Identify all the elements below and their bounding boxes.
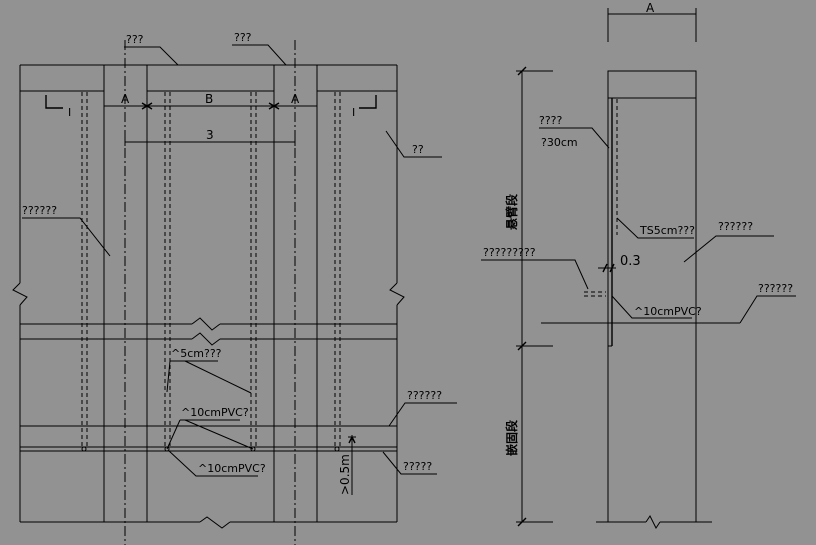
dim-a-left: A — [121, 92, 130, 106]
section-mark-left-label: I — [68, 106, 71, 119]
drain-pipes — [81, 92, 341, 452]
segment-dimension: 悬臂段 嵌固段 — [504, 66, 553, 527]
label-right-mid-rv: ?????? — [758, 282, 793, 295]
label-right-upper: ?? — [412, 143, 424, 156]
callout-right-upper: ?? — [385, 130, 442, 158]
callout-left-mid-rv: ????????? — [481, 246, 589, 290]
callout-top-rv: ???? ?30cm — [539, 114, 610, 149]
label-top-left: ??? — [126, 33, 144, 46]
dim-05m: >0.5m — [338, 454, 352, 495]
section-mark-left: I — [45, 95, 71, 119]
label-ts5: TS5cm??? — [639, 224, 695, 237]
label-right-upper-rv: ?????? — [718, 220, 753, 233]
wall-outline — [12, 64, 405, 529]
dim-a-right-view: A — [646, 1, 655, 15]
label-left-mid: ?????? — [22, 204, 57, 217]
dimension-03: 0.3 — [598, 254, 641, 273]
label-10cm-upper: ^10cmPVC? — [181, 406, 249, 419]
callout-ts5: TS5cm??? — [616, 217, 695, 239]
segment-lower: 嵌固段 — [504, 419, 519, 456]
callout-10cm-lower: ^10cmPVC? — [167, 449, 266, 477]
pile-section — [584, 70, 712, 529]
label-right-beam: ?????? — [407, 389, 442, 402]
dim-b: B — [205, 92, 213, 106]
label-10cm-rv: ^10cmPVC? — [634, 305, 702, 318]
callout-10cm-upper: ^10cmPVC? — [166, 406, 254, 450]
right-section-view: A 悬臂段 嵌固段 — [481, 1, 796, 529]
callout-5cm: ^5cm??? — [166, 347, 252, 394]
pile-right — [273, 40, 318, 545]
segment-upper: 悬臂段 — [504, 193, 519, 231]
left-elevation-view: I I A B A 3 — [12, 31, 457, 545]
label-10cm-lower: ^10cmPVC? — [198, 462, 266, 475]
label-5cm: ^5cm??? — [171, 347, 222, 360]
dimension-a-b-a: A B A — [103, 92, 318, 110]
callout-right-lower: ????? — [382, 451, 437, 475]
dim-3: 3 — [206, 128, 214, 142]
dimension-a-right-view: A — [607, 1, 697, 42]
dim-a-right: A — [291, 92, 300, 106]
callout-left-mid: ?????? — [22, 204, 111, 257]
callout-right-upper-rv: ?????? — [683, 220, 774, 263]
dimension-05m: >0.5m — [338, 435, 356, 495]
label-top-rv: ???? — [539, 114, 563, 127]
dimension-3: 3 — [124, 128, 296, 146]
callout-right-mid-rv: ?????? — [541, 282, 796, 324]
callout-top-left: ??? — [124, 33, 179, 66]
label-30cm: ?30cm — [541, 136, 578, 149]
section-mark-right-label: I — [352, 106, 355, 119]
waist-beam — [20, 317, 397, 346]
callout-top-right: ??? — [232, 31, 287, 66]
callout-right-beam: ?????? — [388, 389, 457, 427]
label-top-right: ??? — [234, 31, 252, 44]
label-left-mid-rv: ????????? — [483, 246, 536, 259]
label-right-lower: ????? — [403, 460, 432, 473]
dim-03: 0.3 — [620, 254, 641, 269]
section-mark-right: I — [352, 95, 377, 119]
callout-10cm-rv: ^10cmPVC? — [611, 295, 702, 319]
pile-left — [103, 40, 148, 545]
